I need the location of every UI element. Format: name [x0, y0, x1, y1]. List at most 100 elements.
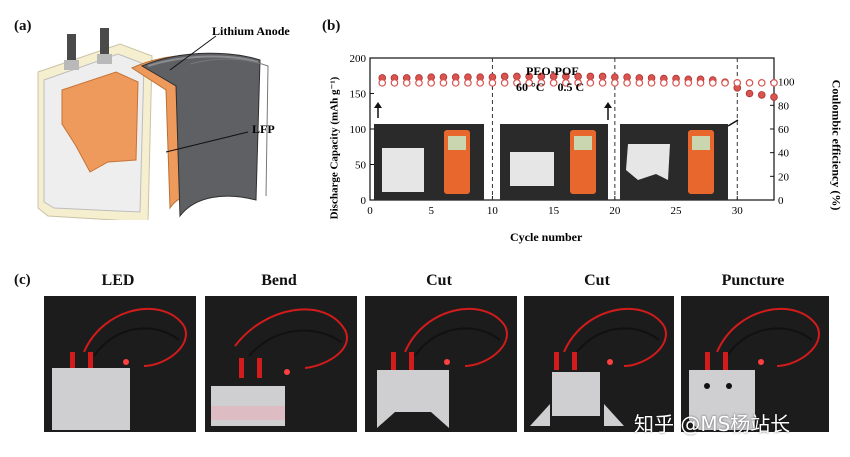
capacity-point: [745, 89, 754, 98]
ce-point: [537, 79, 546, 87]
ce-point: [390, 79, 399, 87]
panel-b-label: (b): [322, 18, 341, 34]
ce-point: [500, 79, 509, 87]
lfp-leader-line: [165, 131, 249, 153]
photo-led: [44, 296, 196, 432]
ce-point: [611, 79, 619, 87]
inset-photo-2: [500, 124, 608, 200]
ce-point: [427, 79, 436, 87]
ce-point: [745, 79, 754, 87]
x-tick-label: 20: [609, 205, 621, 217]
ce-point: [696, 79, 705, 87]
ce-point: [733, 79, 742, 87]
anode-leader-line: [169, 35, 217, 71]
capacity-point: [598, 72, 607, 81]
arrow-1-head: [374, 102, 382, 108]
photo-title-cut-2: Cut: [584, 272, 610, 289]
annotation-rate: 0.5 C: [557, 80, 585, 94]
anode-label: Lithium Anode: [212, 24, 290, 38]
ce-point: [586, 79, 595, 87]
x-tick-label: 30: [732, 205, 744, 217]
photo-bend: [205, 296, 357, 432]
ce-point: [525, 79, 533, 87]
y-tick-label: 0: [361, 195, 367, 207]
ce-point: [647, 79, 656, 87]
y2-tick-label: 40: [778, 148, 790, 160]
x-tick-label: 15: [548, 205, 560, 217]
y-tick-label: 100: [350, 124, 367, 136]
capacity-point: [513, 72, 521, 81]
ce-point: [402, 79, 411, 87]
battery-schematic: [37, 28, 269, 220]
annotation-line1: PEO-POF: [526, 64, 579, 78]
ce-point: [476, 79, 484, 87]
ce-point: [672, 79, 680, 87]
inset-photo-1: [374, 124, 484, 200]
ce-point: [549, 79, 558, 87]
ce-point: [598, 79, 607, 87]
ce-point: [415, 79, 423, 87]
photo-title-puncture: Puncture: [721, 272, 785, 289]
ce-point: [757, 79, 766, 87]
tab-left: [67, 34, 76, 70]
lithium-anode: [61, 71, 139, 173]
arrow-2-head: [604, 102, 612, 108]
tab-right: [100, 28, 109, 64]
ce-point: [562, 79, 570, 87]
y2-tick-label: 100: [778, 77, 795, 89]
capacity-point: [757, 91, 766, 99]
lfp-cathode: [140, 52, 261, 218]
y-tick-label: 50: [355, 160, 367, 172]
y-tick-label: 150: [350, 89, 367, 101]
ce-point: [451, 79, 460, 87]
photo-puncture: [681, 296, 829, 432]
panel-c-label: (c): [14, 272, 31, 288]
ce-point: [623, 79, 631, 87]
watermark: 知乎 @MS杨站长: [634, 412, 791, 436]
ce-point: [574, 79, 582, 87]
cathode-highlight: [147, 55, 259, 67]
photo-title-cut-1: Cut: [426, 272, 452, 289]
photo-cut-1: [365, 296, 517, 432]
arrow-3: [727, 119, 739, 127]
ce-point: [684, 79, 693, 87]
capacity-point: [770, 93, 778, 101]
x-tick-label: 5: [428, 205, 434, 217]
y2-tick-label: 20: [778, 171, 790, 183]
annotation-conditions: 60 °C 0.5 C: [516, 80, 584, 95]
tab-right-seal: [97, 54, 112, 64]
annotation-peo-pof: PEO-POF: [526, 64, 579, 79]
y2-tick-label: 80: [778, 100, 790, 112]
x-tick-label: 10: [487, 205, 499, 217]
x-axis-title: Cycle number: [510, 230, 583, 244]
cathode-edge: [189, 58, 269, 197]
chart-points: [378, 72, 778, 101]
ce-point: [488, 79, 497, 87]
photo-cut-2: [524, 296, 674, 432]
panel-a-label: (a): [14, 18, 32, 34]
ce-point: [770, 79, 778, 87]
ce-point: [660, 79, 668, 87]
ce-point: [513, 79, 521, 87]
tab-left-seal: [64, 60, 79, 70]
y2-axis-title: Coulombic efficiency (%): [829, 79, 844, 211]
y-tick-label: 200: [350, 53, 367, 65]
y2-tick-label: 60: [778, 124, 790, 136]
ce-point: [464, 79, 472, 87]
y2-tick-label: 0: [778, 195, 784, 207]
ce-point: [635, 79, 644, 87]
ce-point: [378, 79, 387, 87]
inset-photo-3: [620, 124, 728, 200]
capacity-point: [586, 72, 595, 81]
photo-title-bend: Bend: [261, 272, 297, 289]
ce-point: [721, 79, 729, 87]
ce-point: [439, 79, 448, 87]
photo-title-led: LED: [101, 272, 135, 289]
lfp-label: LFP: [252, 122, 275, 136]
x-tick-label: 0: [367, 205, 373, 217]
ce-point: [708, 79, 717, 87]
y-axis-title: Discharge Capacity (mAh g⁻¹): [328, 76, 341, 220]
annotation-temp: 60 °C: [516, 80, 545, 94]
